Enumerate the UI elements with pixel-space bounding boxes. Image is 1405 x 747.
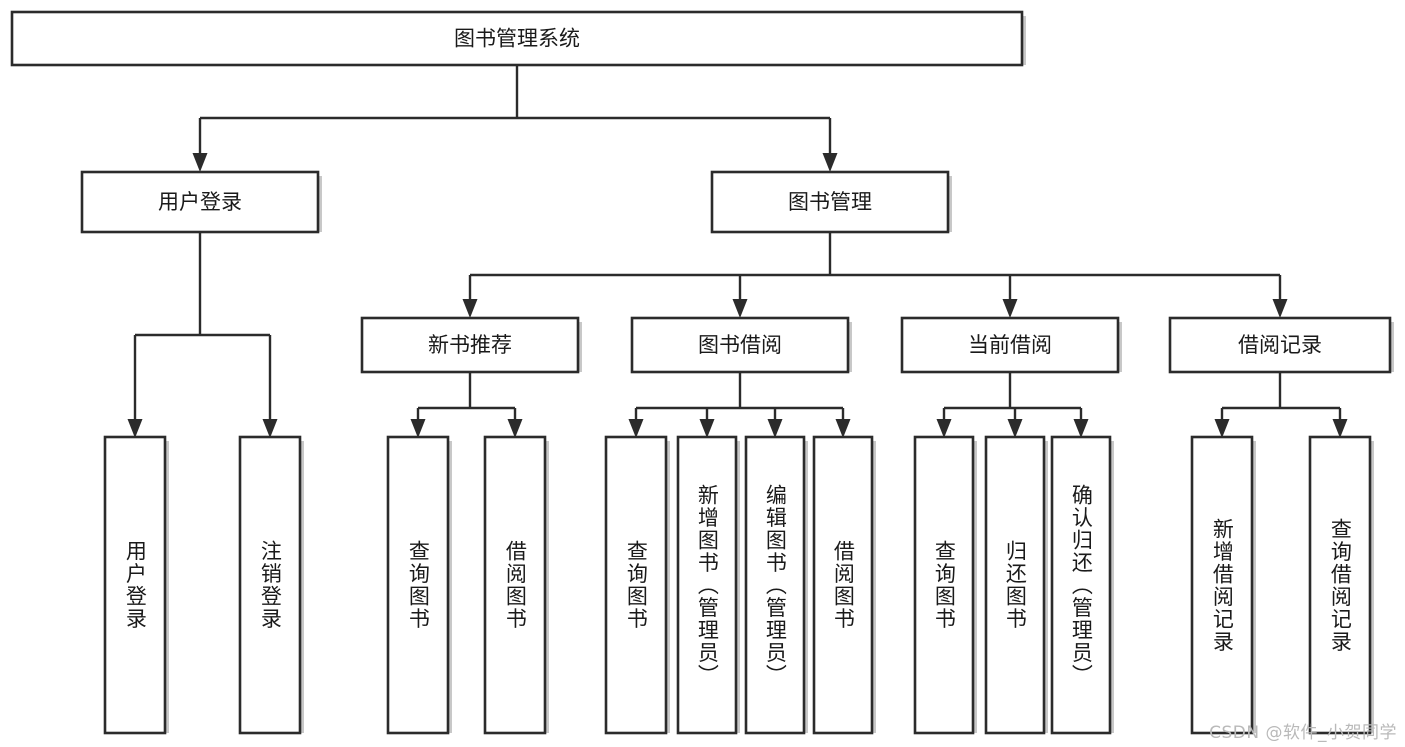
node-label-图书管理-l2: 图书管理 <box>788 190 872 214</box>
arrow-head-icon-leaf-用户登录-1 <box>262 419 278 438</box>
watermark-text: CSDN @软件_小贺同学 <box>1209 723 1397 743</box>
node-label-用户登录-l2: 用户登录 <box>158 190 242 214</box>
node-leaf-借阅图书-新书推荐-1[interactable] <box>483 435 547 735</box>
arrow-head-icon-leaf-新书推荐-0 <box>410 419 426 438</box>
node-当前借阅-l3[interactable] <box>900 316 1120 374</box>
node-root-label: 图书管理系统 <box>454 27 580 51</box>
arrow-head-icon-level2-1 <box>822 153 838 172</box>
node-leaf-查询图书-图书借阅-0[interactable] <box>604 435 668 735</box>
arrow-head-icon-leaf-当前借阅-1 <box>1007 419 1023 438</box>
arrow-head-icon-leaf-借阅记录-0 <box>1214 419 1230 438</box>
node-leaf-新增借阅记录-借阅记录-0[interactable] <box>1190 435 1254 735</box>
node-leaf-编辑图书管理员-图书借阅-2[interactable] <box>744 435 806 735</box>
node-root[interactable] <box>10 10 1024 67</box>
node-leaf-归还图书-当前借阅-1[interactable] <box>984 435 1046 735</box>
arrow-head-icon-leaf-借阅记录-1 <box>1332 419 1348 438</box>
node-借阅记录-l3[interactable] <box>1168 316 1392 374</box>
node-leaf-注销登录-用户登录-1[interactable] <box>238 435 302 735</box>
node-leaf-查询图书-当前借阅-0[interactable] <box>913 435 975 735</box>
edges-layer <box>127 65 1348 438</box>
node-leaf-查询图书-新书推荐-0[interactable] <box>386 435 450 735</box>
node-用户登录-l2[interactable] <box>80 170 320 234</box>
node-图书借阅-l3[interactable] <box>630 316 850 374</box>
arrow-head-icon-leaf-图书借阅-2 <box>767 419 783 438</box>
node-leaf-新增图书管理员-图书借阅-1[interactable] <box>676 435 738 735</box>
arrow-head-icon-level3-3 <box>1272 299 1288 318</box>
arrow-head-icon-leaf-当前借阅-0 <box>936 419 952 438</box>
node-label-新书推荐-l3: 新书推荐 <box>428 333 512 357</box>
arrow-head-icon-leaf-当前借阅-2 <box>1073 419 1089 438</box>
arrow-head-icon-leaf-新书推荐-1 <box>507 419 523 438</box>
arrow-head-icon-level3-0 <box>462 299 478 318</box>
arrow-head-icon-level3-2 <box>1002 299 1018 318</box>
node-leaf-借阅图书-图书借阅-3[interactable] <box>812 435 874 735</box>
node-图书管理-l2[interactable] <box>710 170 950 234</box>
arrow-head-icon-leaf-图书借阅-0 <box>628 419 644 438</box>
node-新书推荐-l3[interactable] <box>360 316 580 374</box>
node-label-当前借阅-l3: 当前借阅 <box>968 333 1052 357</box>
node-label-图书借阅-l3: 图书借阅 <box>698 333 782 357</box>
node-leaf-用户登录-用户登录-0[interactable] <box>103 435 167 735</box>
arrow-head-icon-leaf-图书借阅-3 <box>835 419 851 438</box>
node-label-借阅记录-l3: 借阅记录 <box>1238 333 1322 357</box>
nodes-layer <box>10 10 1394 735</box>
arrow-head-icon-leaf-图书借阅-1 <box>699 419 715 438</box>
arrow-head-icon-leaf-用户登录-0 <box>127 419 143 438</box>
arrow-head-icon-level2-0 <box>192 153 208 172</box>
node-leaf-确认归还管理员-当前借阅-2[interactable] <box>1050 435 1112 735</box>
node-leaf-查询借阅记录-借阅记录-1[interactable] <box>1308 435 1372 735</box>
arrow-head-icon-level3-1 <box>732 299 748 318</box>
